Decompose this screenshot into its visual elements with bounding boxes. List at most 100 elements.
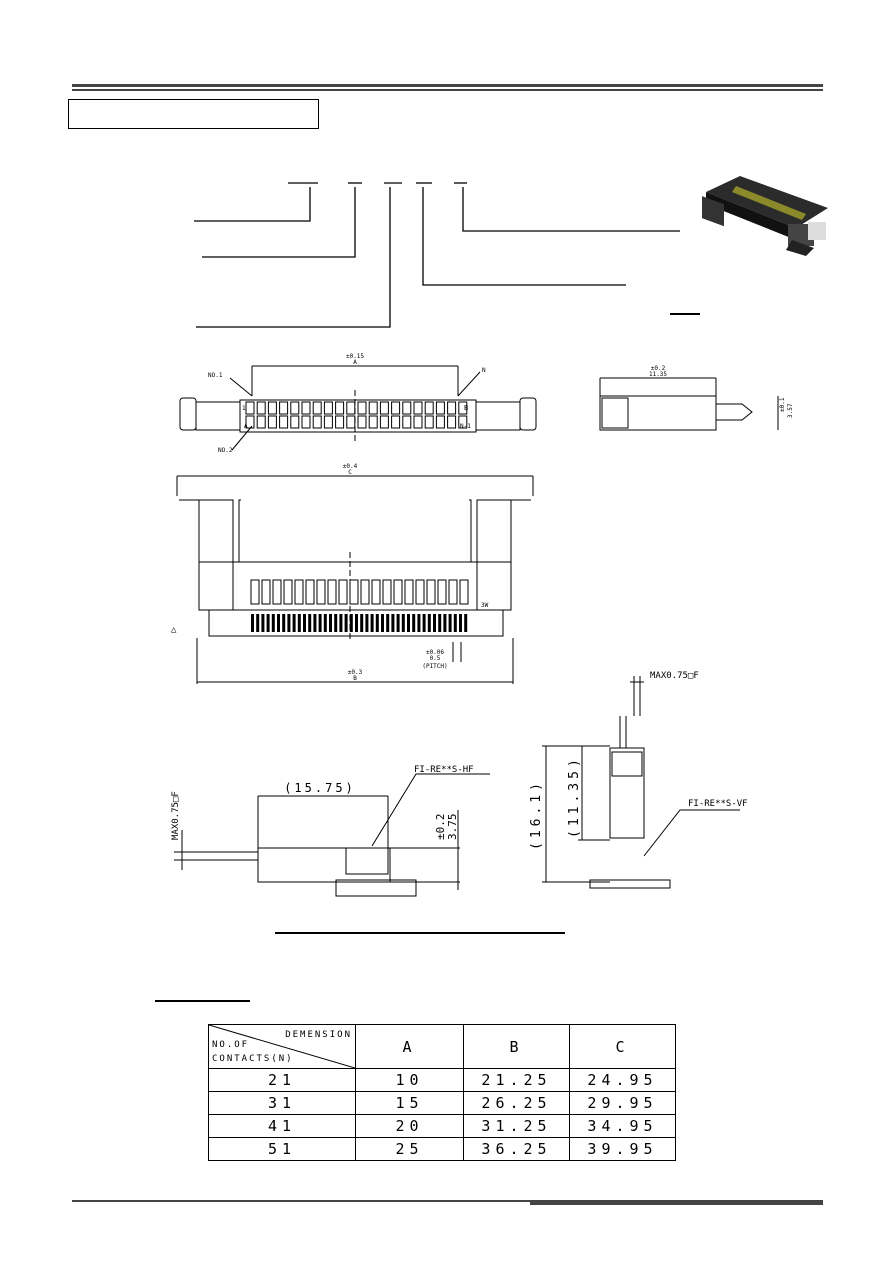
vf-profile-drawing: MAX0.75□F (16.1) (11.35) FI-RE**S-VF (529, 671, 748, 889)
dim-h: 3.57 (787, 403, 794, 418)
contact-pin (424, 415, 434, 429)
column-header-b: B (463, 1024, 570, 1069)
no1-label: NO.1 (208, 372, 223, 379)
contact-slot (261, 579, 271, 605)
contact-pin (357, 401, 367, 415)
contact-slot (316, 579, 326, 605)
contact-lead (375, 614, 379, 632)
contact-lead (297, 614, 301, 632)
contact-pin (267, 415, 277, 429)
contact-slot (415, 579, 425, 605)
cell-contacts: 41 (208, 1114, 356, 1138)
contact-lead (329, 614, 332, 632)
contact-pin (279, 401, 289, 415)
dim-a: A (353, 359, 357, 366)
cell-c: 24.95 (569, 1068, 676, 1092)
contact-pin (245, 415, 255, 429)
contact-lead (266, 614, 270, 632)
label-3w: 3W (481, 602, 489, 609)
cell-b: 36.25 (463, 1137, 570, 1161)
contact-pin (402, 401, 412, 415)
cell-c: 29.95 (569, 1091, 676, 1115)
contact-lead (271, 614, 275, 632)
contact-pin (379, 415, 389, 429)
contact-lead (360, 614, 364, 632)
contact-slot (360, 579, 370, 605)
plan-view-drawing: ±0.4 C ±0.3 B ±0.06 0.5 (PITCH) 3W △ (171, 463, 534, 684)
contact-pin (402, 415, 412, 429)
column-header-a: A (355, 1024, 464, 1069)
contact-pin (323, 415, 333, 429)
contact-pin (413, 401, 423, 415)
dim-375: 3.75 (446, 814, 459, 841)
caution-mark: △ (171, 625, 177, 635)
table-row: 31 15 26.25 29.95 (208, 1091, 676, 1115)
contact-pin (435, 415, 445, 429)
contact-lead (433, 614, 436, 632)
dim-c: C (348, 469, 352, 476)
contact-lead (407, 614, 410, 632)
contact-lead (334, 614, 338, 632)
contact-lead (464, 614, 468, 632)
contact-lead (396, 614, 400, 632)
contact-lead (308, 614, 312, 632)
table-row: 51 25 36.25 39.95 (208, 1137, 676, 1161)
tol-side: ±0.2 (651, 365, 666, 372)
section-underline (155, 1000, 250, 1002)
contact-pin (256, 401, 266, 415)
contact-lead (453, 614, 457, 632)
contact-pin (301, 415, 311, 429)
contact-pin (368, 401, 378, 415)
contact-lead (370, 614, 374, 632)
contact-slot (305, 579, 315, 605)
contact-pin (346, 415, 356, 429)
contact-lead (282, 614, 286, 632)
contact-pin (435, 401, 445, 415)
dim-b: B (353, 675, 357, 682)
contact-lead (287, 614, 291, 632)
contact-pin (256, 415, 266, 429)
pin-n-label: N (482, 367, 486, 374)
tol-pitch: ±0.06 (426, 649, 444, 656)
contact-lead (261, 614, 265, 632)
contact-pin (312, 401, 322, 415)
contact-slot (349, 579, 359, 605)
tol-375: ±0.2 (434, 814, 447, 841)
contact-slot (272, 579, 282, 605)
cell-b: 26.25 (463, 1091, 570, 1115)
contact-lead (365, 614, 369, 632)
contact-lead (303, 614, 306, 632)
contact-pin (290, 415, 300, 429)
contact-pin (391, 415, 401, 429)
contact-pin (301, 401, 311, 415)
dim-161: (16.1) (529, 779, 544, 850)
contact-slot (294, 579, 304, 605)
contact-pin (447, 401, 457, 415)
contact-pin (447, 415, 457, 429)
contact-lead (318, 614, 322, 632)
contact-lead (391, 614, 395, 632)
contact-pin (458, 415, 468, 429)
cell-a: 10 (355, 1068, 464, 1092)
header-no-of: NO.OF (212, 1040, 250, 1050)
contact-lead (443, 614, 447, 632)
cell-b: 21.25 (463, 1068, 570, 1092)
cell-a: 20 (355, 1114, 464, 1138)
dim-1575: (15.75) (284, 781, 356, 795)
contact-pin (379, 401, 389, 415)
row-b-label: B (464, 404, 468, 412)
cell-contacts: 51 (208, 1137, 356, 1161)
contact-pin (335, 401, 345, 415)
contact-lead (292, 614, 296, 632)
contact-pin (335, 415, 345, 429)
column-header-c: C (569, 1024, 676, 1069)
contact-pin (391, 401, 401, 415)
max-flat-left: MAX0.75□F (171, 791, 181, 840)
contact-pin (290, 401, 300, 415)
max-flat-right: MAX0.75□F (650, 671, 699, 681)
contact-slot (250, 579, 260, 605)
contact-lead (427, 614, 431, 632)
vf-label: FI-RE**S-VF (688, 799, 748, 809)
dim-pitch: 0.5 (430, 655, 441, 662)
row-a-label: A (244, 423, 248, 430)
